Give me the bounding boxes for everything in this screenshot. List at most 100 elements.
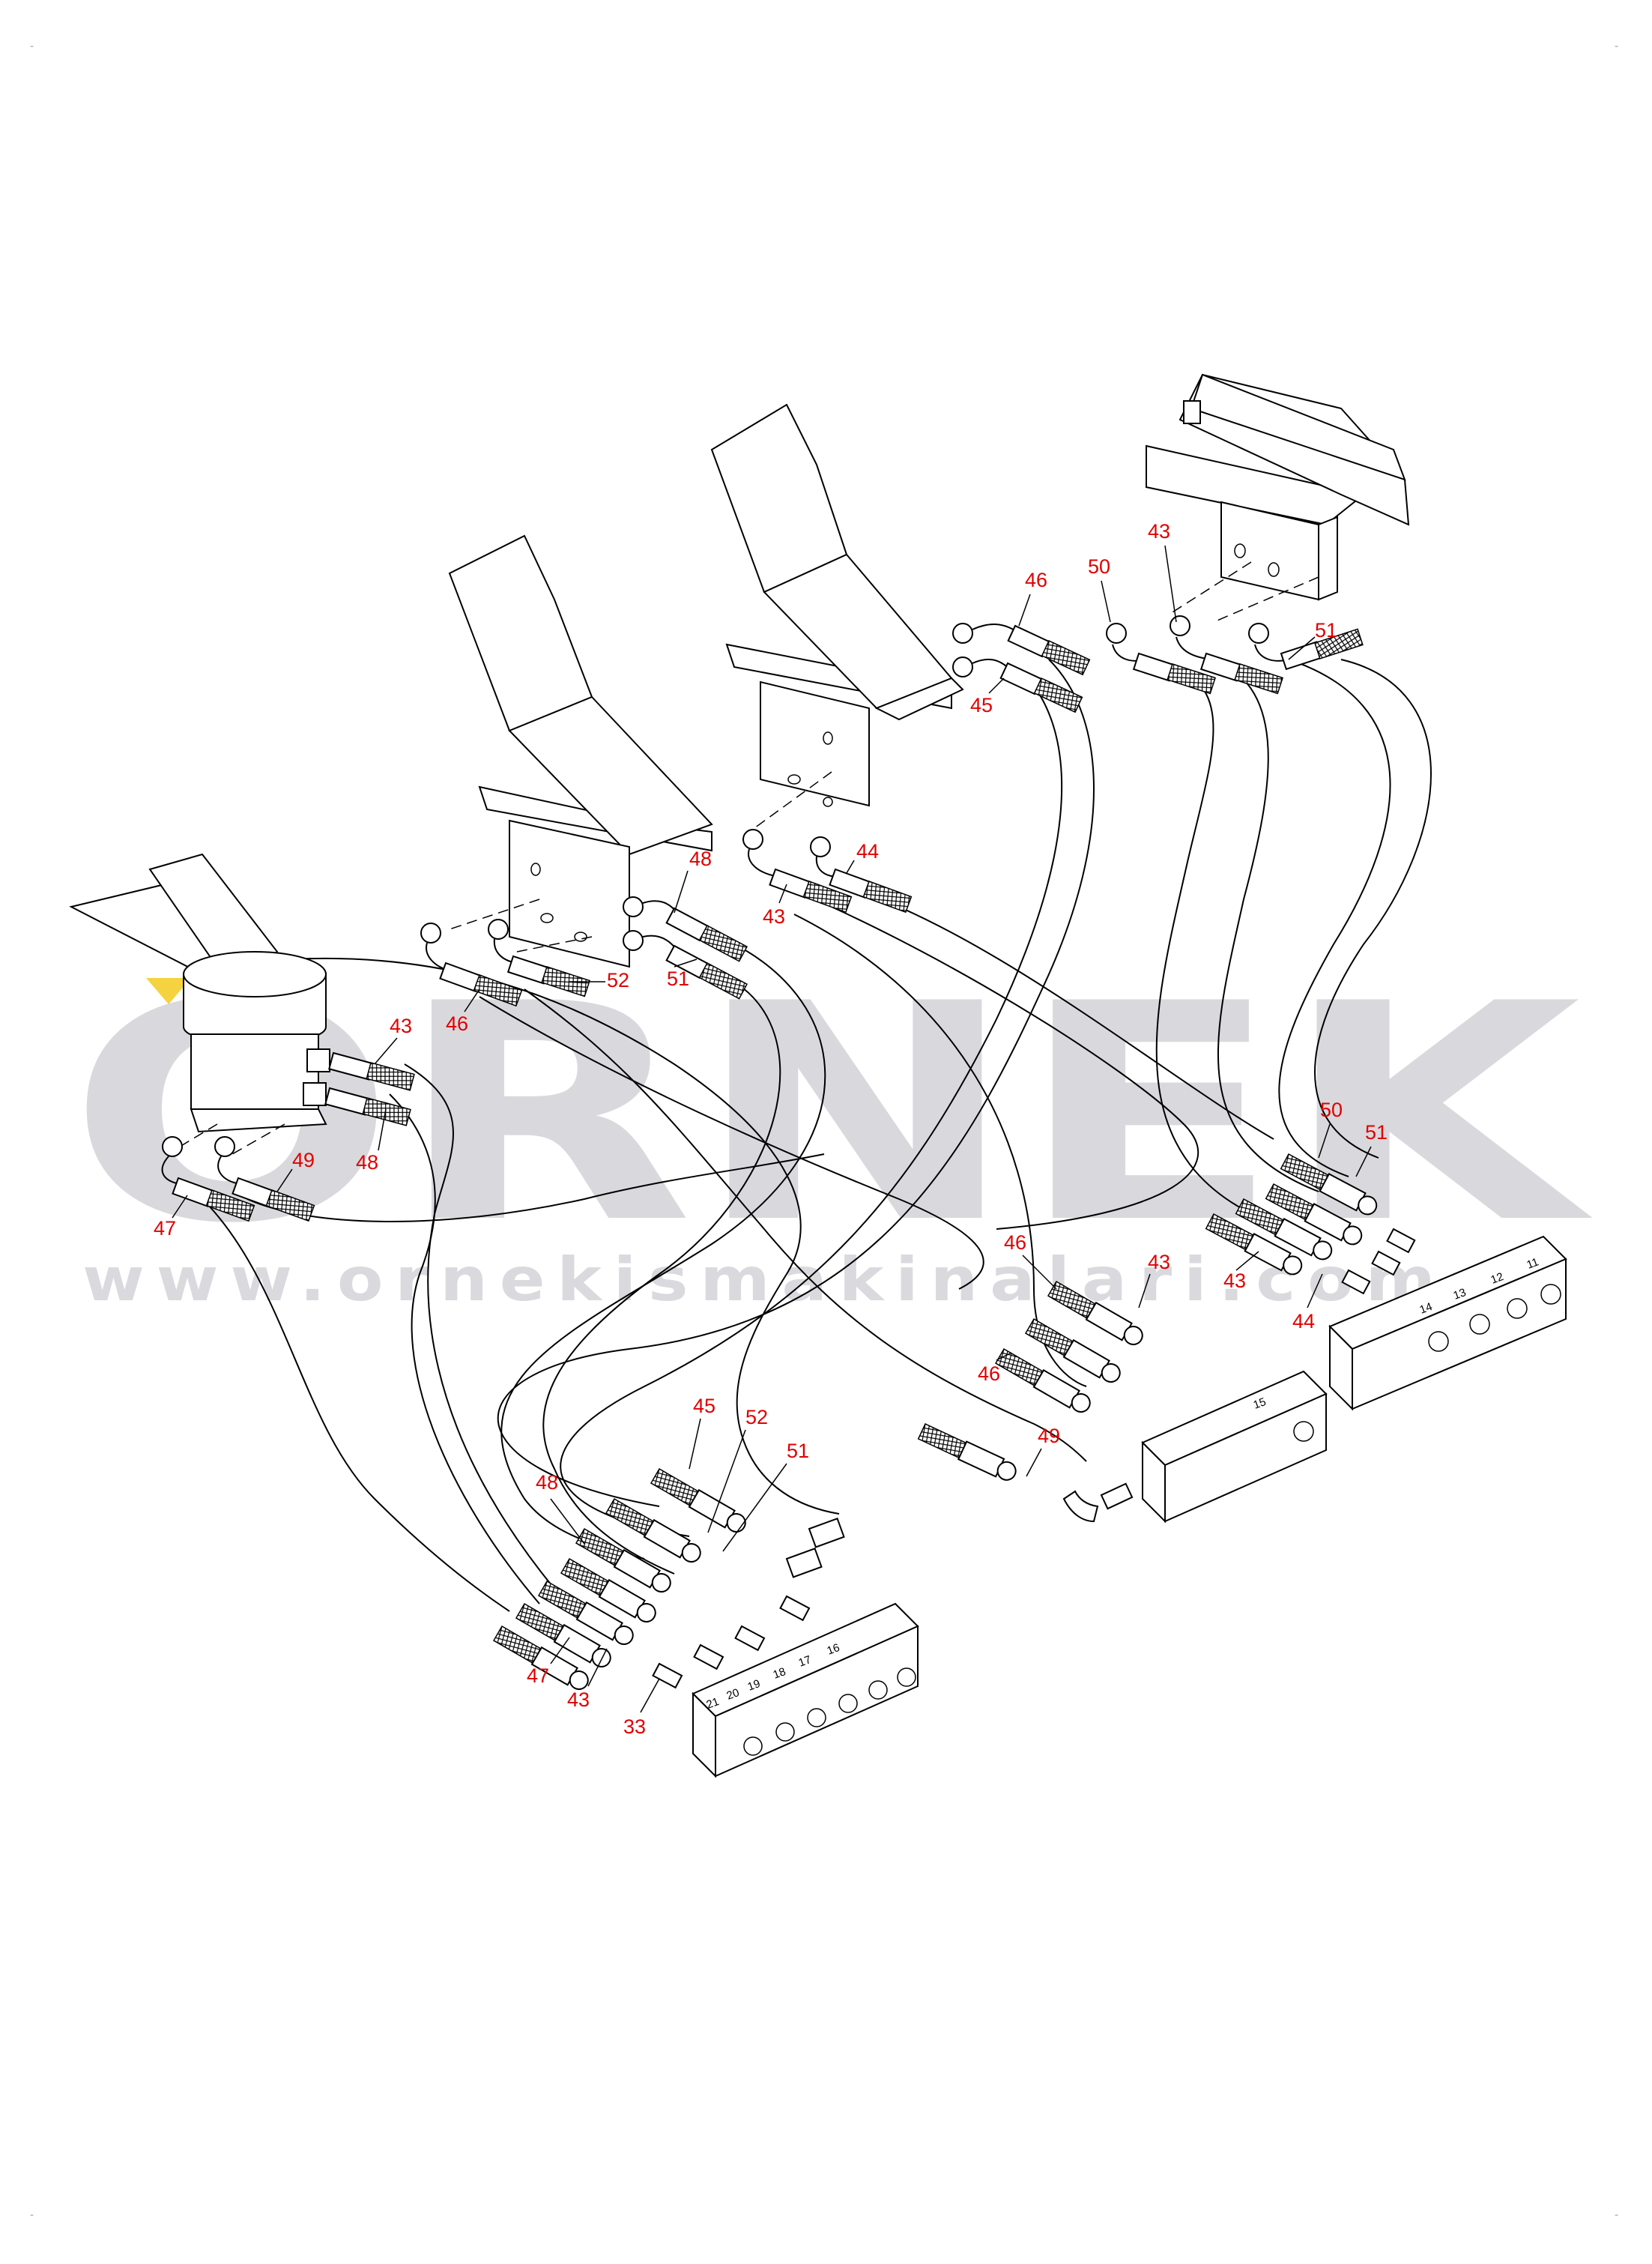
hose-fitting-icon xyxy=(328,1051,415,1091)
callout: 47 xyxy=(527,1637,570,1687)
svg-text:44: 44 xyxy=(856,840,879,863)
svg-text:46: 46 xyxy=(978,1362,1000,1385)
port-label: 18 xyxy=(772,1665,787,1682)
hose-fitting-icon xyxy=(1024,1317,1121,1383)
svg-text:43: 43 xyxy=(763,905,785,928)
svg-text:51: 51 xyxy=(1365,1121,1388,1144)
callout: 44 xyxy=(846,840,879,874)
manifold-block-left: 21 20 19 18 17 16 xyxy=(692,1602,919,1778)
hose-fitting-icon xyxy=(515,1602,611,1668)
hose-fitting-icon xyxy=(537,1580,634,1646)
callout: 46 xyxy=(1004,1231,1057,1290)
svg-text:52: 52 xyxy=(745,1406,768,1428)
callout: 47 xyxy=(154,1195,188,1240)
port-hole xyxy=(897,1667,916,1687)
svg-text:48: 48 xyxy=(689,848,712,870)
hose-fitting-icon xyxy=(161,1136,255,1222)
hose-fitting-icon xyxy=(214,1136,315,1222)
flat-foot-pedal-icon xyxy=(1146,373,1410,601)
block-fittings xyxy=(492,1153,1416,1691)
callout: 45 xyxy=(970,677,1005,716)
hose-fitting-icon xyxy=(650,1467,746,1533)
hose-fittings xyxy=(161,615,1364,1222)
hose-fitting-icon xyxy=(1106,623,1217,695)
svg-text:49: 49 xyxy=(292,1149,315,1171)
callout: 43 xyxy=(763,884,787,928)
callout: 46 xyxy=(446,988,480,1035)
callout: 51 xyxy=(667,959,698,990)
svg-text:48: 48 xyxy=(356,1151,378,1174)
port-hole xyxy=(807,1708,826,1727)
callout: 43 xyxy=(1138,1251,1170,1308)
port-hole xyxy=(743,1736,763,1756)
hose-fitting-icon xyxy=(1170,615,1284,695)
svg-text:45: 45 xyxy=(693,1395,715,1417)
elbow-fitting-icon xyxy=(808,1518,845,1548)
svg-text:48: 48 xyxy=(536,1471,558,1494)
hose-fitting-icon xyxy=(1100,1482,1134,1510)
hose-fitting-icon xyxy=(1205,1213,1303,1276)
svg-text:51: 51 xyxy=(1315,619,1337,642)
angled-pedal-icon xyxy=(710,403,964,807)
callout: 51 xyxy=(722,1440,809,1552)
callout: 45 xyxy=(689,1395,715,1470)
callout: 50 xyxy=(1088,555,1111,623)
hose-fitting-icon xyxy=(492,1625,589,1691)
hose-fitting-icon xyxy=(1248,623,1364,671)
port-hole xyxy=(838,1694,858,1713)
svg-text:46: 46 xyxy=(446,1012,468,1035)
port-hole xyxy=(1293,1421,1314,1442)
callout: 43 xyxy=(1148,520,1177,623)
hose-fitting-icon xyxy=(779,1595,811,1622)
hose-fitting-icon xyxy=(1265,1183,1363,1246)
hose-fitting-icon xyxy=(742,829,853,914)
svg-text:46: 46 xyxy=(1025,569,1047,591)
callout: 48 xyxy=(356,1108,387,1174)
hose-fitting-icon xyxy=(952,656,1083,713)
svg-text:52: 52 xyxy=(607,969,629,991)
hose-fitting-icon xyxy=(994,1347,1091,1413)
hose-fitting-icon xyxy=(623,930,748,1000)
manifold-block-right: 14 13 12 11 xyxy=(1328,1235,1567,1411)
svg-text:49: 49 xyxy=(1038,1425,1060,1447)
port-hole xyxy=(1469,1314,1490,1335)
port-label: 17 xyxy=(797,1653,813,1670)
svg-text:43: 43 xyxy=(1148,1251,1170,1273)
hose-fitting-icon xyxy=(605,1497,701,1563)
hose-fitting-icon xyxy=(488,919,591,997)
hose-fitting-icon xyxy=(1047,1280,1143,1346)
svg-text:43: 43 xyxy=(567,1688,590,1711)
callout: 48 xyxy=(536,1471,585,1545)
hose-fitting-icon xyxy=(693,1643,724,1670)
callout: 44 xyxy=(1292,1273,1323,1332)
callout: 48 xyxy=(674,848,712,914)
port-label: 20 xyxy=(725,1686,741,1703)
crop-mark: - xyxy=(1615,2209,1618,2221)
svg-text:43: 43 xyxy=(1223,1270,1246,1292)
hose-fitting-icon xyxy=(952,623,1091,676)
hose-fitting-icon xyxy=(1371,1250,1401,1276)
twin-pedal-valve-icon xyxy=(69,853,330,1133)
hose-fitting-icon xyxy=(1386,1228,1416,1254)
watermark-accent-icon xyxy=(146,978,191,1004)
hose-fitting-icon xyxy=(917,1423,1017,1481)
crop-mark: - xyxy=(30,2209,34,2221)
port-label: 11 xyxy=(1525,1255,1540,1271)
svg-text:46: 46 xyxy=(1004,1231,1026,1254)
hose-fitting-icon xyxy=(560,1557,656,1623)
dashed-links xyxy=(179,561,1319,1155)
callout: 33 xyxy=(623,1678,660,1738)
callout: 43 xyxy=(1223,1251,1259,1292)
svg-text:47: 47 xyxy=(154,1217,176,1240)
svg-text:45: 45 xyxy=(970,694,993,716)
port-label: 12 xyxy=(1489,1270,1505,1287)
port-hole xyxy=(1540,1284,1561,1305)
hose-fitting-icon xyxy=(1341,1269,1371,1295)
port-hole xyxy=(1428,1331,1449,1352)
port-label: 19 xyxy=(746,1677,762,1694)
callouts: 43 50 51 46 45 43 44 48 52 51 46 43 48 4… xyxy=(154,520,1388,1738)
svg-text:43: 43 xyxy=(1148,520,1170,543)
svg-text:43: 43 xyxy=(390,1015,412,1037)
svg-text:51: 51 xyxy=(787,1440,809,1462)
hose-lines xyxy=(194,659,1432,1612)
